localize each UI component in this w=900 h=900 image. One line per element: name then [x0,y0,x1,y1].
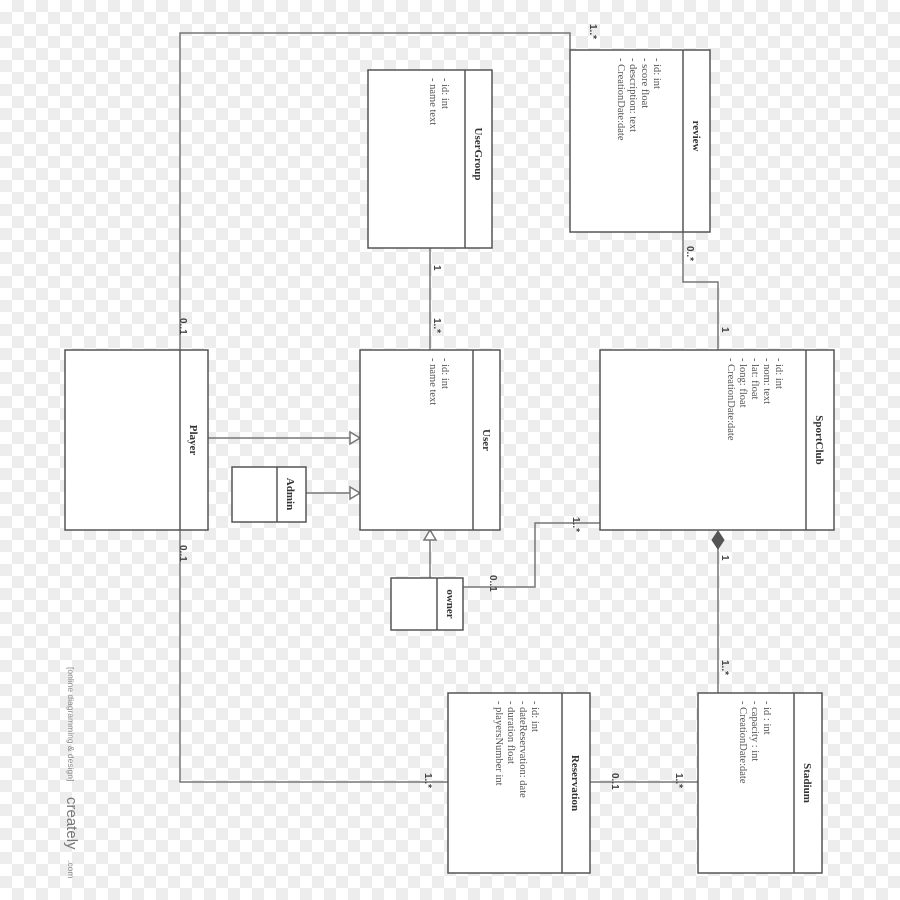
stadium-title: Stadium [801,763,813,803]
sportclub-attr-5: - CreationDate:date [725,358,736,441]
reservation-title: Reservation [569,755,581,811]
mult-player-reservation-player-end: 0..1 [177,545,188,562]
owner-title: owner [444,589,456,618]
class-reservation[interactable]: Reservation - id: int - dateReservation:… [447,692,591,874]
generalization-arrow-player-user [349,430,362,446]
review-attr-4: - CreationDate:date [615,58,626,141]
class-stadium[interactable]: Stadium - id : int - capacity : int - Cr… [697,692,823,874]
watermark-suffix: .com [66,860,76,878]
class-owner[interactable]: owner [390,577,464,631]
reservation-attr-4: - playersNumber int [493,701,504,786]
review-attr-3: - description: text [627,58,638,132]
user-title: User [480,429,492,451]
stadium-attr-3: - CreationDate:date [737,701,748,784]
class-admin[interactable]: Admin [231,466,307,523]
review-attr-1: - id: int [651,58,662,89]
mult-reservation-stadium-stadium-end: 1..* [673,773,684,788]
review-attr-2: - score float [639,58,650,108]
class-review[interactable]: review - id: int - score float - descrip… [569,49,711,233]
watermark-tagline: [online diagramming & design] [66,667,76,781]
connectors [179,32,725,783]
mult-reservation-stadium-reservation-end: 0..1 [609,773,620,790]
mult-player-reservation-reservation-end: 1..* [422,773,433,788]
association-player-reservation [179,530,448,783]
mult-club-stadium-club-end: 1 [719,555,730,561]
mult-player-review-review-end: 1..* [587,24,598,39]
mult-player-review-player-end: 0..1 [177,318,188,335]
sportclub-attr-4: - long: float [737,358,748,408]
usergroup-title: UserGroup [472,128,484,181]
association-owner-sportclub [463,522,600,588]
user-attr-1: - id: int [439,358,450,389]
stadium-attr-1: - id : int [761,701,772,735]
mult-review-club-club-end: 1 [719,327,730,333]
player-title: Player [187,425,199,456]
mult-club-stadium-stadium-end: 1..* [719,660,730,675]
sportclub-attr-1: - id: int [773,358,784,389]
usergroup-attr-2: - name text [427,78,438,125]
mult-usergroup-user-group-end: 1 [431,265,442,271]
class-sportclub[interactable]: SportClub - id: int - nom: text - lat: f… [599,349,835,531]
multiplicities: 1..* 0..1 1 1..* 0..* 1 0..1 1..* 1 1..*… [177,24,730,790]
sportclub-title: SportClub [813,415,825,465]
sportclub-attr-2: - nom: text [761,358,772,404]
association-review-sportclub [682,232,719,350]
reservation-attr-3: - duration float [505,701,516,764]
association-player-review [179,32,571,350]
admin-title: Admin [284,478,296,510]
reservation-attr-1: - id: int [529,701,540,732]
creately-watermark: [online diagramming & design] creately .… [63,667,80,878]
mult-usergroup-user-user-end: 1..* [431,318,442,333]
mult-review-club-review-end: 0..* [684,246,695,261]
composition-diamond-sportclub [711,530,725,550]
review-title: review [690,121,702,152]
generalization-arrow-admin-user [349,485,362,501]
reservation-attr-2: - dateReservation: date [517,701,528,798]
sportclub-attr-3: - lat: float [749,358,760,399]
mult-owner-club-owner-end: 0..1 [487,575,498,592]
generalization-arrow-owner-user [422,528,438,541]
class-user[interactable]: User - id: int - name text [359,349,501,531]
watermark-brand: creately [63,797,80,850]
user-attr-2: - name text [427,358,438,405]
mult-owner-club-club-end: 1..* [570,517,581,532]
class-player[interactable]: Player [64,349,209,531]
stadium-attr-2: - capacity : int [749,701,760,761]
class-usergroup[interactable]: UserGroup - id: int - name text [367,69,493,249]
usergroup-attr-1: - id: int [439,78,450,109]
